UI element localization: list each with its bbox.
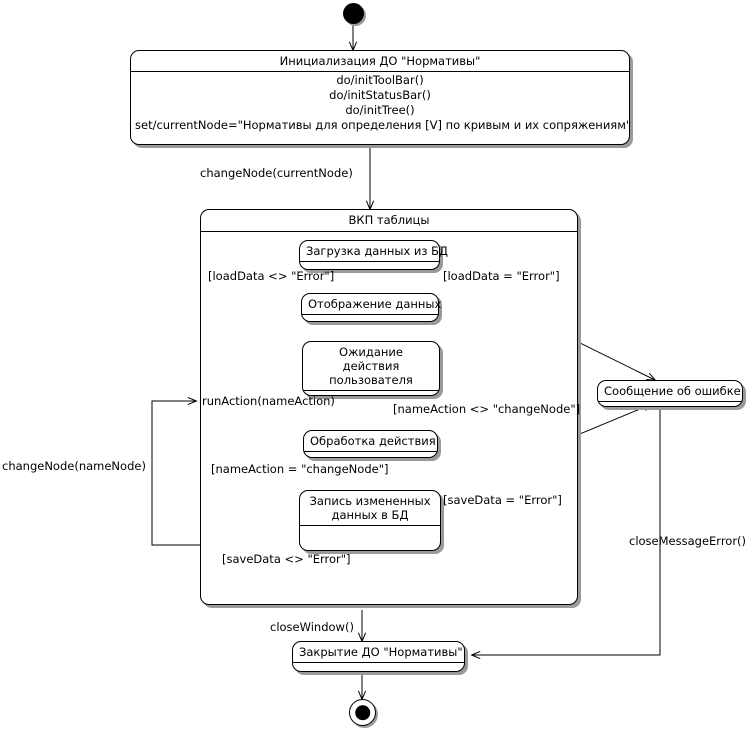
state-divider <box>293 662 464 663</box>
label-save-data-ok: [saveData <> "Error"] <box>222 552 351 566</box>
label-close-message-error: closeMessageError() <box>629 534 747 548</box>
transition-changenode-loop <box>151 396 200 546</box>
state-name-line-1: Ожидание действия <box>339 345 403 373</box>
label-close-window: closeWindow() <box>270 620 354 634</box>
state-error-message-actions <box>598 402 742 412</box>
label-run-action: runAction(nameAction) <box>202 394 335 408</box>
top-initial-state <box>343 3 364 24</box>
state-divider <box>304 451 437 452</box>
transition-error-to-closedo <box>470 410 661 660</box>
state-divider <box>303 390 439 391</box>
label-load-data-error: [loadData = "Error"] <box>443 269 560 283</box>
state-initialization-do[interactable]: Инициализация ДО "Нормативы" do/initTool… <box>130 50 632 145</box>
state-divider <box>302 314 438 315</box>
bottom-final-state <box>349 699 376 726</box>
state-error-message-name: Сообщение об ошибке <box>604 384 741 398</box>
label-change-node-name: changeNode(nameNode) <box>2 459 146 473</box>
state-save-data[interactable]: Запись измененных данных в БД <box>299 490 441 551</box>
state-save-data-name: Запись измененных данных в БД <box>300 491 440 525</box>
state-error-message[interactable]: Сообщение об ошибке <box>597 380 743 407</box>
state-name-line-2: пользователя <box>329 373 413 387</box>
state-show-data-name: Отображение данных <box>308 297 442 311</box>
label-change-node-current: changeNode(currentNode) <box>200 166 353 180</box>
action-line: do/initStatusBar() <box>329 88 431 102</box>
state-process-action-actions <box>304 452 437 462</box>
state-initialization-do-actions: do/initToolBar() do/initStatusBar() do/i… <box>131 72 632 144</box>
composite-state-title: ВКП таблицы <box>201 210 577 232</box>
label-save-data-error: [saveData = "Error"] <box>443 493 562 507</box>
action-line: do/initToolBar() <box>336 73 424 87</box>
state-initialization-do-name: Инициализация ДО "Нормативы" <box>279 54 481 68</box>
label-name-action-not-equal: [nameAction <> "changeNode"] <box>393 402 581 416</box>
state-save-data-actions <box>300 526 440 550</box>
state-divider <box>598 401 742 402</box>
state-divider <box>300 261 439 262</box>
state-divider <box>300 525 440 526</box>
state-show-data-actions <box>302 315 438 325</box>
state-name-line-1: Запись измененных <box>309 494 431 508</box>
label-load-data-ok: [loadData <> "Error"] <box>208 269 335 283</box>
state-wait-user-action-name: Ожидание действия пользователя <box>303 342 439 390</box>
state-close-do-name: Закрытие ДО "Нормативы" <box>299 645 463 659</box>
state-wait-user-action[interactable]: Ожидание действия пользователя <box>302 341 440 396</box>
state-process-action[interactable]: Обработка действия <box>303 430 438 458</box>
action-line: set/currentNode="Нормативы для определен… <box>135 118 632 132</box>
state-load-data-name: Загрузка данных из БД <box>306 244 449 258</box>
state-divider <box>131 71 629 72</box>
state-load-data[interactable]: Загрузка данных из БД <box>299 240 449 270</box>
state-show-data[interactable]: Отображение данных <box>301 293 442 325</box>
state-close-do-actions <box>293 663 464 673</box>
state-process-action-name: Обработка действия <box>310 434 436 448</box>
state-close-do[interactable]: Закрытие ДО "Нормативы" <box>292 641 465 672</box>
label-name-action-equal: [nameAction = "changeNode"] <box>211 462 389 476</box>
state-name-line-2: данных в БД <box>331 508 409 522</box>
action-line: do/initTree() <box>345 103 415 117</box>
